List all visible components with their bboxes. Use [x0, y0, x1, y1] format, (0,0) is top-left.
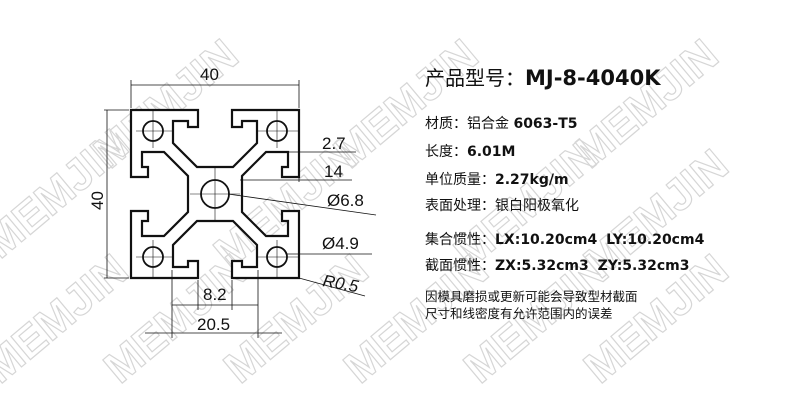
dim-corner-hole: Ø4.9 [322, 234, 359, 253]
dimension-lines [104, 80, 377, 338]
value-zx: ZX:5.32cm3 [495, 258, 589, 274]
center-lines [136, 110, 299, 278]
tolerance-note: 因模具磨损或更新可能会导致型材截面尺寸和线密度有允许范围内的误差 [425, 288, 638, 322]
dim-lip: 2.7 [322, 134, 346, 153]
note-line-2: 尺寸和线密度有允许范围内的误差 [425, 306, 613, 321]
dim-slot-opening: 8.2 [203, 285, 227, 304]
spec-section-modulus: 截面惯性：ZX:5.32cm3 ZY:5.32cm3 [425, 255, 689, 275]
note-line-1: 因模具磨损或更新可能会导致型材截面 [425, 289, 638, 304]
dim-slot-depth: 14 [324, 162, 343, 181]
value: 2.27kg/m [495, 172, 569, 188]
dim-height: 40 [88, 191, 107, 210]
dim-radius: R0.5 [321, 271, 360, 296]
spec-moment-inertia: 集合惯性：LX:10.20cm4 LY:10.20cm4 [425, 229, 704, 249]
model-number: MJ-8-4040K [525, 66, 661, 90]
value-ly: LY:10.20cm4 [606, 232, 705, 248]
value-cn: 铝合金 [467, 116, 514, 132]
value-lx: LX:10.20cm4 [495, 232, 598, 248]
label: 集合惯性： [425, 232, 495, 248]
label: 材质： [425, 116, 467, 132]
dim-width: 40 [200, 65, 219, 84]
label: 表面处理： [425, 198, 495, 214]
value: 银白阳极氧化 [495, 198, 579, 214]
spec-unit-weight: 单位质量：2.27kg/m [425, 169, 569, 189]
value-zy: ZY:5.32cm3 [597, 258, 690, 274]
title-label: 产品型号： [425, 66, 525, 90]
label: 截面惯性： [425, 258, 495, 274]
label: 单位质量： [425, 172, 495, 188]
spec-material: 材质：铝合金 6063-T5 [425, 113, 578, 133]
spec-surface: 表面处理：银白阳极氧化 [425, 195, 579, 215]
value: 6.01M [467, 144, 516, 160]
profile-drawing: 40 40 2.7 14 Ø6.8 Ø4.9 R0.5 8.2 20.5 [88, 65, 377, 338]
dim-slot-inner: 20.5 [197, 315, 230, 334]
spec-length: 长度：6.01M [425, 141, 515, 161]
product-title: 产品型号：MJ-8-4040K [425, 62, 660, 91]
dim-center-hole: Ø6.8 [327, 191, 364, 210]
value: 6063-T5 [513, 116, 578, 132]
label: 长度： [425, 144, 467, 160]
